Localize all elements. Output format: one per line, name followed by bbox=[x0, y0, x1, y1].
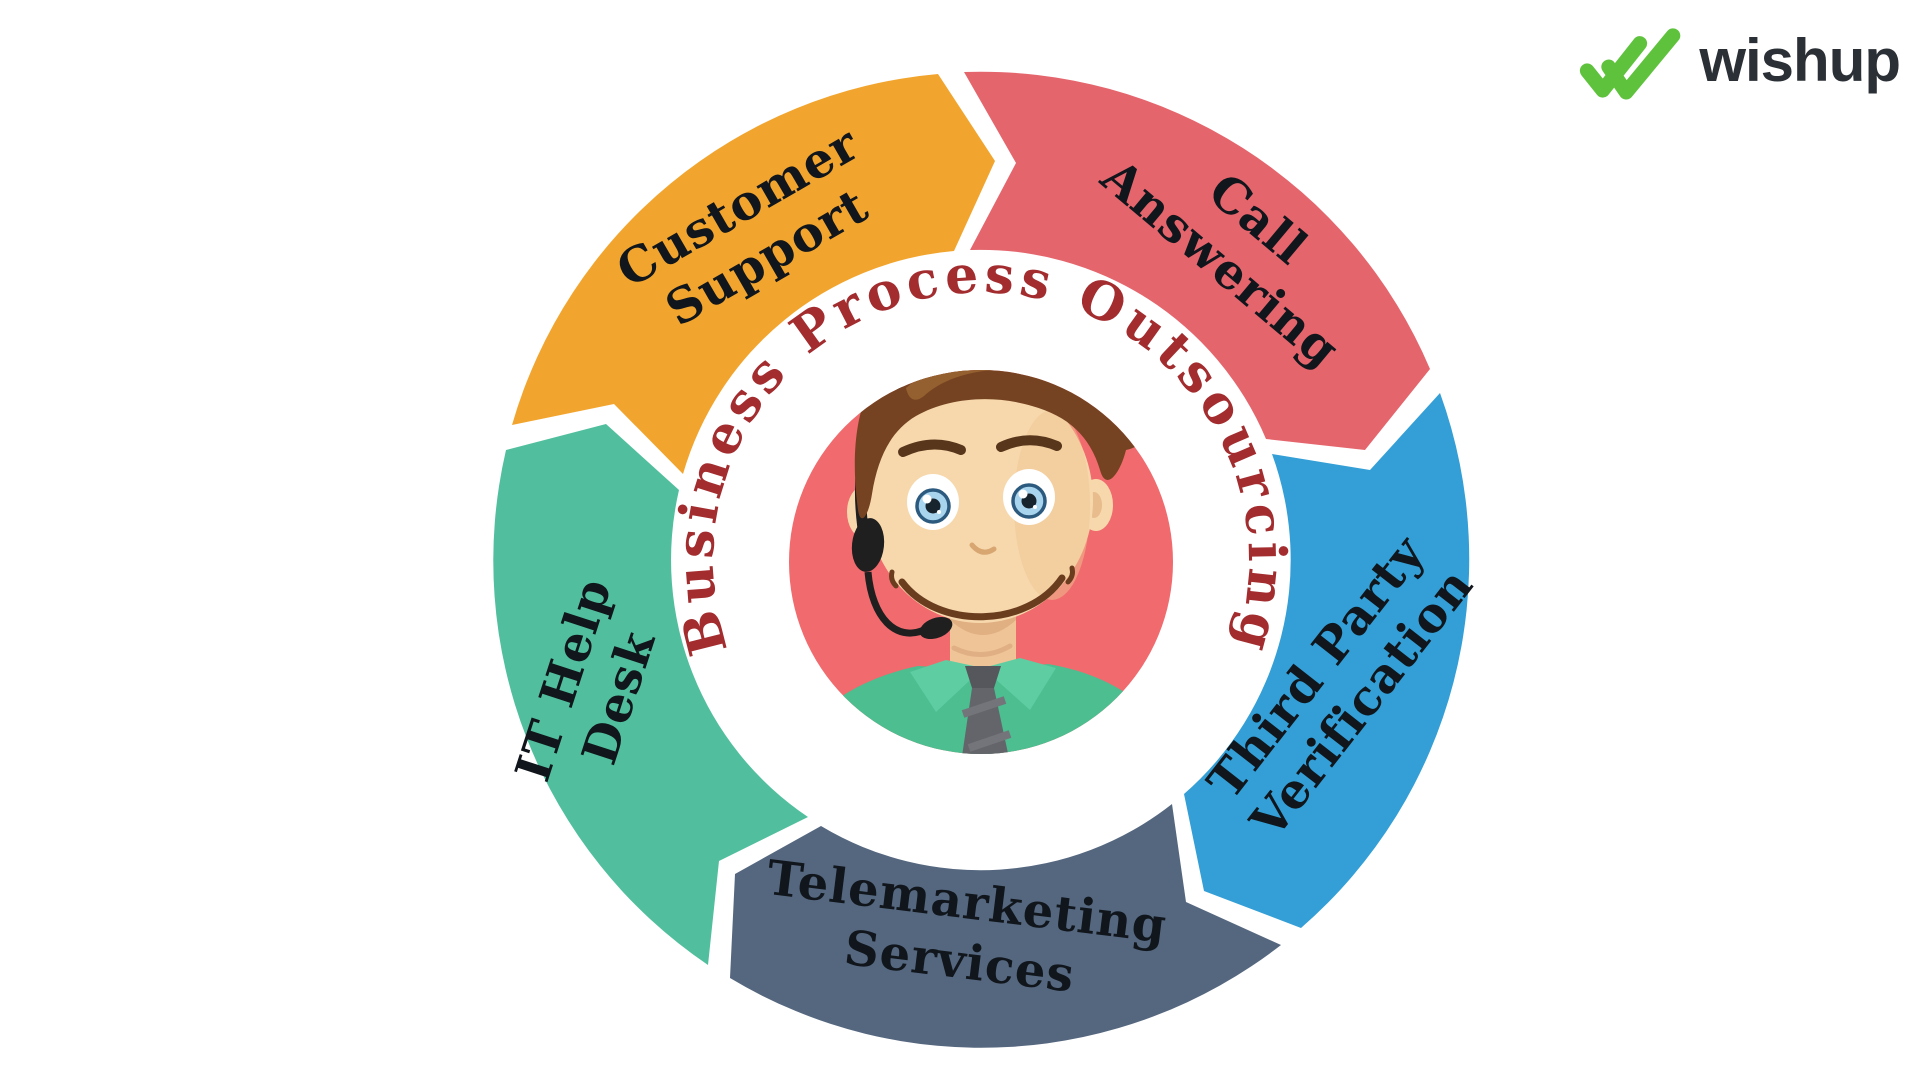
segment-third-party-verification bbox=[1184, 393, 1470, 928]
collar-left bbox=[910, 660, 983, 712]
wishup-logo: wishup bbox=[1579, 22, 1901, 100]
eye-right bbox=[1003, 469, 1055, 525]
segment-customer-support bbox=[512, 74, 995, 474]
headset-earpiece bbox=[851, 518, 885, 572]
support-agent-illustration bbox=[790, 370, 1173, 754]
eye-left bbox=[907, 474, 959, 530]
headset-mic bbox=[919, 616, 953, 640]
smile-dimple-left bbox=[889, 569, 899, 589]
chin-line bbox=[951, 643, 1013, 657]
headset-mic-arm bbox=[864, 571, 926, 637]
segment-call-answering bbox=[964, 71, 1430, 451]
eyebrow-right bbox=[996, 435, 1062, 452]
nose bbox=[969, 542, 997, 555]
collar-right bbox=[983, 658, 1056, 710]
eyebrow-left bbox=[898, 439, 966, 457]
center-badge bbox=[789, 370, 1173, 754]
smile bbox=[898, 574, 1066, 621]
smile-dimple-right bbox=[1065, 565, 1075, 585]
segment-it-help-desk bbox=[493, 424, 808, 965]
logo-wordmark: wishup bbox=[1699, 27, 1901, 94]
double-check-icon bbox=[1580, 28, 1681, 100]
segment-telemarketing-services bbox=[730, 804, 1281, 1048]
tie bbox=[960, 666, 1012, 754]
segments-ring bbox=[493, 71, 1470, 1048]
